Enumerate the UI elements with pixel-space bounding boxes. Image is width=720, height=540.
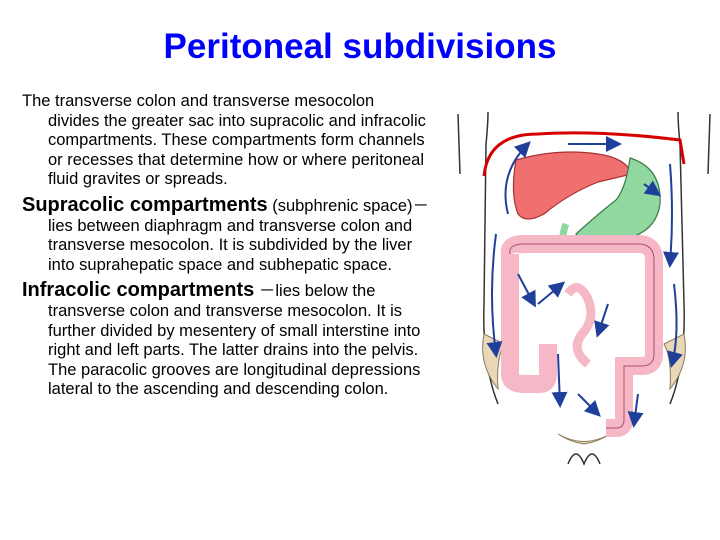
- intro-text: The transverse colon and transverse meso…: [22, 92, 426, 189]
- flow-arrow-icon: [486, 136, 683, 428]
- infracolic-heading: Infracolic compartments: [22, 279, 255, 302]
- diaphragm-line-icon: [482, 131, 686, 177]
- infracolic-text: lies below the transverse colon and tran…: [48, 282, 421, 399]
- supracolic-heading: Supracolic compartments: [22, 193, 268, 216]
- supracolic-text: lies between diaphragm and transverse co…: [48, 216, 413, 274]
- ascending-colon-icon: [501, 254, 557, 393]
- infracolic-paragraph: Infracolic compartments －lies below the …: [22, 279, 430, 400]
- infracolic-aside: －: [254, 282, 276, 301]
- slide-title: Peritoneal subdivisions: [163, 27, 557, 66]
- peritoneal-diagram-svg: [457, 111, 711, 467]
- peritoneal-diagram: [448, 104, 720, 482]
- supracolic-aside: (subphrenic space)－: [267, 196, 430, 215]
- intro-paragraph: The transverse colon and transverse meso…: [22, 92, 430, 190]
- torso-outline-icon: [457, 111, 711, 467]
- colon-outline-icon: [509, 243, 655, 429]
- small-intestine-icon: [564, 283, 596, 368]
- body-text: The transverse colon and transverse meso…: [22, 92, 430, 406]
- supracolic-paragraph: Supracolic compartments (subphrenic spac…: [22, 193, 430, 275]
- liver-icon: [512, 151, 633, 220]
